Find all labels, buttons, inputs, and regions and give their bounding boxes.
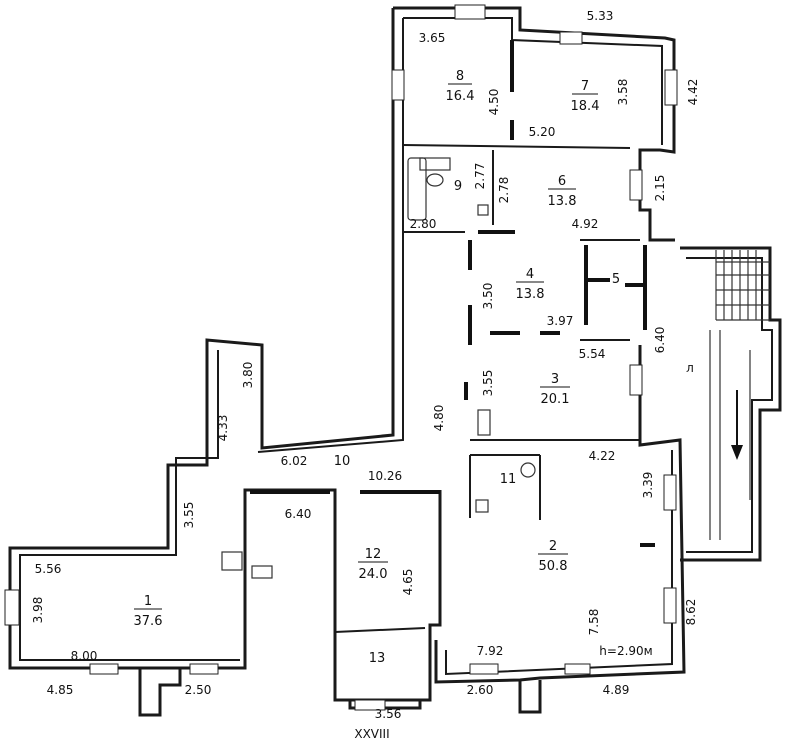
dim-4-65: 4.65 bbox=[401, 569, 415, 596]
room-8-area: 16.4 bbox=[446, 89, 475, 104]
room-5-number: 5 bbox=[612, 272, 620, 287]
room-12-area: 24.0 bbox=[359, 567, 388, 582]
room-4-number: 4 bbox=[526, 267, 534, 282]
dim-3-39: 3.39 bbox=[641, 472, 655, 499]
ceiling-height-label: h=2.90м bbox=[599, 644, 652, 658]
dim-3-98: 3.98 bbox=[31, 597, 45, 624]
room-12-number: 12 bbox=[365, 547, 382, 562]
room-8-number: 8 bbox=[456, 69, 464, 84]
dim-8-00: 8.00 bbox=[71, 649, 98, 663]
room-1-number: 1 bbox=[144, 594, 152, 609]
dim-5-33: 5.33 bbox=[587, 9, 614, 23]
dim-10-26: 10.26 bbox=[368, 469, 402, 483]
dim-2-80: 2.80 bbox=[410, 217, 437, 231]
dim-3-55-room3: 3.55 bbox=[481, 370, 495, 397]
dim-4-22: 4.22 bbox=[589, 449, 616, 463]
dim-3-55-left: 3.55 bbox=[182, 502, 196, 529]
dim-6-40: 6.40 bbox=[285, 507, 312, 521]
dim-4-42: 4.42 bbox=[686, 79, 700, 106]
room-10-number: 10 bbox=[334, 454, 351, 469]
dim-2-77: 2.77 bbox=[473, 163, 487, 190]
dim-4-80: 4.80 bbox=[432, 405, 446, 432]
dim-2-15: 2.15 bbox=[653, 175, 667, 202]
room-7-area: 18.4 bbox=[571, 99, 600, 114]
dim-5-56: 5.56 bbox=[35, 562, 62, 576]
dim-2-60: 2.60 bbox=[467, 683, 494, 697]
room-3-number: 3 bbox=[551, 372, 559, 387]
room-1-area: 37.6 bbox=[134, 614, 163, 629]
axis-mark: XXVIII bbox=[354, 727, 389, 741]
dim-6-02: 6.02 bbox=[281, 454, 308, 468]
dim-3-58: 3.58 bbox=[616, 79, 630, 106]
dim-2-50: 2.50 bbox=[185, 683, 212, 697]
dim-3-65: 3.65 bbox=[419, 31, 446, 45]
dim-4-33: 4.33 bbox=[216, 415, 230, 442]
dimension-labels: 5.33 3.65 4.50 3.58 4.42 5.20 2.77 2.78 … bbox=[31, 9, 700, 721]
room-6-area: 13.8 bbox=[548, 194, 577, 209]
room-7-number: 7 bbox=[581, 79, 589, 94]
room-2-area: 50.8 bbox=[539, 559, 568, 574]
fixtures bbox=[221, 157, 536, 579]
dim-5-54: 5.54 bbox=[579, 347, 606, 361]
dim-7-92: 7.92 bbox=[477, 644, 504, 658]
dim-4-92: 4.92 bbox=[572, 217, 599, 231]
windows bbox=[4, 4, 678, 711]
dim-5-20: 5.20 bbox=[529, 125, 556, 139]
dim-4-85: 4.85 bbox=[47, 683, 74, 697]
misc-labels: h=2.90м л XXVIII bbox=[354, 361, 693, 741]
room-13-number: 13 bbox=[369, 651, 386, 666]
room-3-area: 20.1 bbox=[541, 392, 570, 407]
dim-2-78: 2.78 bbox=[497, 177, 511, 204]
dim-4-50: 4.50 bbox=[487, 89, 501, 116]
room-11-number: 11 bbox=[500, 472, 517, 487]
dim-3-97: 3.97 bbox=[547, 314, 574, 328]
stair-mark: л bbox=[686, 361, 694, 375]
dim-3-50: 3.50 bbox=[481, 283, 495, 310]
dim-8-62: 8.62 bbox=[684, 599, 698, 626]
dim-3-56: 3.56 bbox=[375, 707, 402, 721]
dim-7-58: 7.58 bbox=[587, 609, 601, 636]
room-6-number: 6 bbox=[558, 174, 566, 189]
partitions bbox=[250, 40, 655, 547]
room-labels: 8 16.4 7 18.4 9 6 13.8 4 13.8 5 3 20.1 1… bbox=[134, 69, 621, 666]
dim-6-40-stair: 6.40 bbox=[653, 327, 667, 354]
dim-3-80: 3.80 bbox=[241, 362, 255, 389]
room-4-area: 13.8 bbox=[516, 287, 545, 302]
room-9-number: 9 bbox=[454, 179, 462, 194]
dim-4-89: 4.89 bbox=[603, 683, 630, 697]
walls bbox=[8, 6, 782, 717]
room-2-number: 2 bbox=[549, 539, 557, 554]
